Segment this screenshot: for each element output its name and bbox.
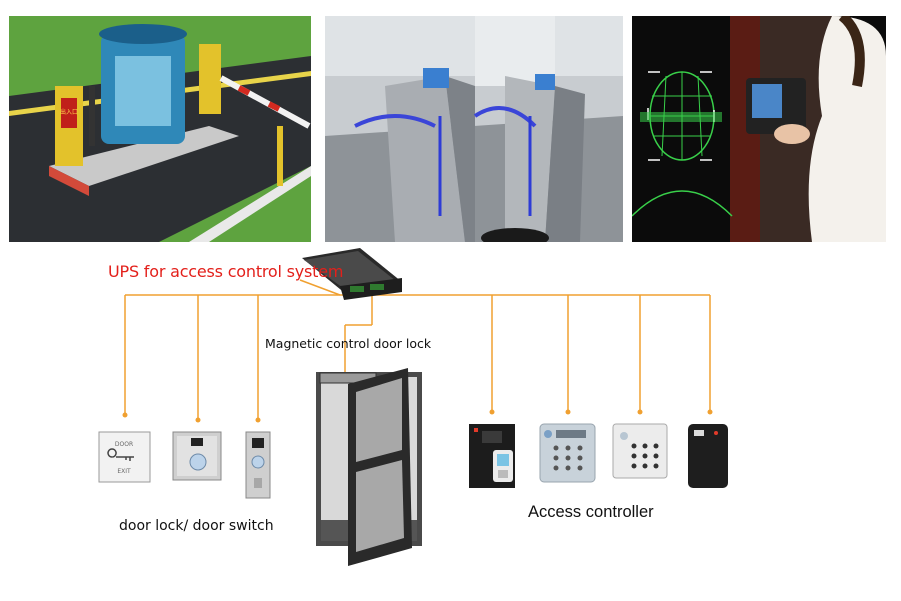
exit-button-bottom-text: EXIT: [117, 468, 131, 475]
door-icon: [316, 368, 422, 566]
ups-label: UPS for access control system: [108, 262, 344, 281]
door-switch-label: door lock/ door switch: [119, 518, 274, 534]
wiring-lines: [124, 279, 711, 420]
keypad-reader-white-icon: [612, 423, 668, 479]
magnetic-lock-label: Magnetic control door lock: [265, 336, 432, 351]
door-switch-tall-icon: [245, 431, 271, 499]
door-switch-icon: [172, 431, 222, 481]
exit-button-icon: DOOR EXIT: [98, 431, 151, 483]
keypad-reader-icon: [539, 423, 596, 483]
card-reader-icon: [688, 424, 728, 488]
exit-button-top-text: DOOR: [115, 441, 133, 448]
parking-sign-text: 出入口: [60, 108, 78, 116]
ups-box-icon: [302, 248, 402, 300]
fingerprint-reader-icon: [469, 424, 515, 488]
parking-booth-photo: 出入口: [9, 16, 311, 242]
access-controller-label: Access controller: [528, 503, 654, 521]
turnstile-photo: [325, 16, 623, 242]
wire-ends: [122, 409, 713, 423]
face-recognition-photo: [632, 16, 886, 242]
